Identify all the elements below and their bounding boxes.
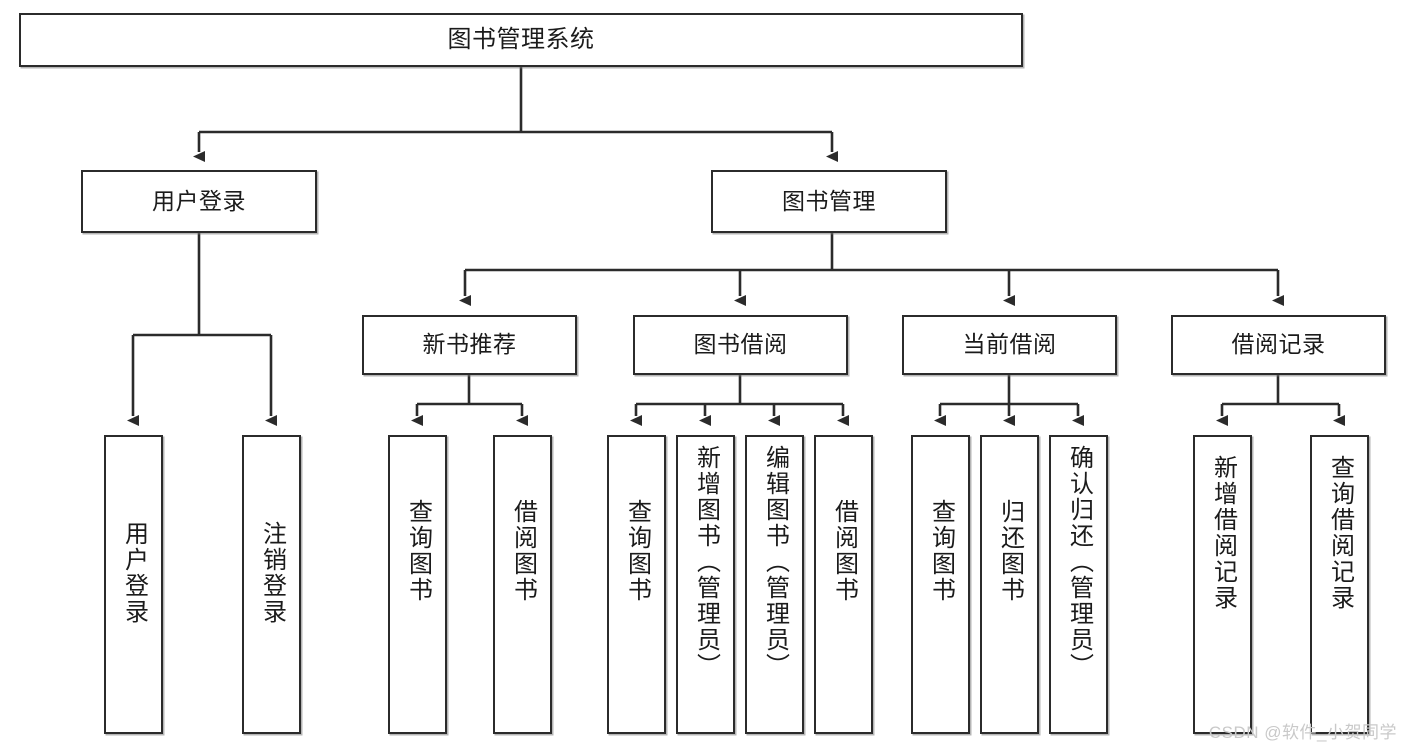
leaf-book-borrow-add-label: 新增图书（管理员） <box>692 445 720 679</box>
leaf-user-login-logout[interactable]: 注销登录 <box>242 435 301 734</box>
leaf-book-borrow-borrow-label: 借阅图书 <box>830 499 858 603</box>
leaf-new-book-query[interactable]: 查询图书 <box>388 435 447 734</box>
leaf-borrow-record-add-label: 新增借阅记录 <box>1209 455 1237 611</box>
node-book-management[interactable]: 图书管理 <box>711 170 947 233</box>
node-root-label: 图书管理系统 <box>447 25 595 53</box>
leaf-book-borrow-query-label: 查询图书 <box>623 499 651 603</box>
node-book-borrow-label: 图书借阅 <box>693 331 788 358</box>
node-current-borrow-label: 当前借阅 <box>962 331 1057 358</box>
leaf-book-borrow-edit-label: 编辑图书（管理员） <box>761 445 789 679</box>
leaf-current-borrow-query-label: 查询图书 <box>927 499 955 603</box>
leaf-book-borrow-borrow[interactable]: 借阅图书 <box>814 435 873 734</box>
leaf-user-login-login-label: 用户登录 <box>120 521 148 625</box>
leaf-user-login-login[interactable]: 用户登录 <box>104 435 163 734</box>
leaf-new-book-query-label: 查询图书 <box>404 499 432 603</box>
leaf-current-borrow-return-label: 归还图书 <box>996 499 1024 603</box>
leaf-book-borrow-add[interactable]: 新增图书（管理员） <box>676 435 735 734</box>
leaf-borrow-record-add[interactable]: 新增借阅记录 <box>1193 435 1252 734</box>
leaf-book-borrow-query[interactable]: 查询图书 <box>607 435 666 734</box>
node-user-login-label: 用户登录 <box>152 187 246 214</box>
leaf-book-borrow-edit[interactable]: 编辑图书（管理员） <box>745 435 804 734</box>
node-book-management-label: 图书管理 <box>782 187 876 214</box>
leaf-new-book-borrow[interactable]: 借阅图书 <box>493 435 552 734</box>
leaf-current-borrow-query[interactable]: 查询图书 <box>911 435 970 734</box>
csdn-watermark: CSDN @软件_小贺同学 <box>1208 723 1397 742</box>
leaf-current-borrow-confirm[interactable]: 确认归还（管理员） <box>1049 435 1108 734</box>
leaf-borrow-record-query[interactable]: 查询借阅记录 <box>1310 435 1369 734</box>
node-root[interactable]: 图书管理系统 <box>19 13 1023 67</box>
node-new-book-recommend[interactable]: 新书推荐 <box>362 315 577 375</box>
node-book-borrow[interactable]: 图书借阅 <box>633 315 848 375</box>
leaf-current-borrow-confirm-label: 确认归还（管理员） <box>1065 445 1093 679</box>
node-user-login[interactable]: 用户登录 <box>81 170 317 233</box>
leaf-new-book-borrow-label: 借阅图书 <box>509 499 537 603</box>
leaf-user-login-logout-label: 注销登录 <box>258 521 286 625</box>
node-borrow-record[interactable]: 借阅记录 <box>1171 315 1386 375</box>
leaf-current-borrow-return[interactable]: 归还图书 <box>980 435 1039 734</box>
leaf-borrow-record-query-label: 查询借阅记录 <box>1326 455 1354 611</box>
node-new-book-recommend-label: 新书推荐 <box>422 331 517 358</box>
node-current-borrow[interactable]: 当前借阅 <box>902 315 1117 375</box>
node-borrow-record-label: 借阅记录 <box>1231 331 1326 358</box>
